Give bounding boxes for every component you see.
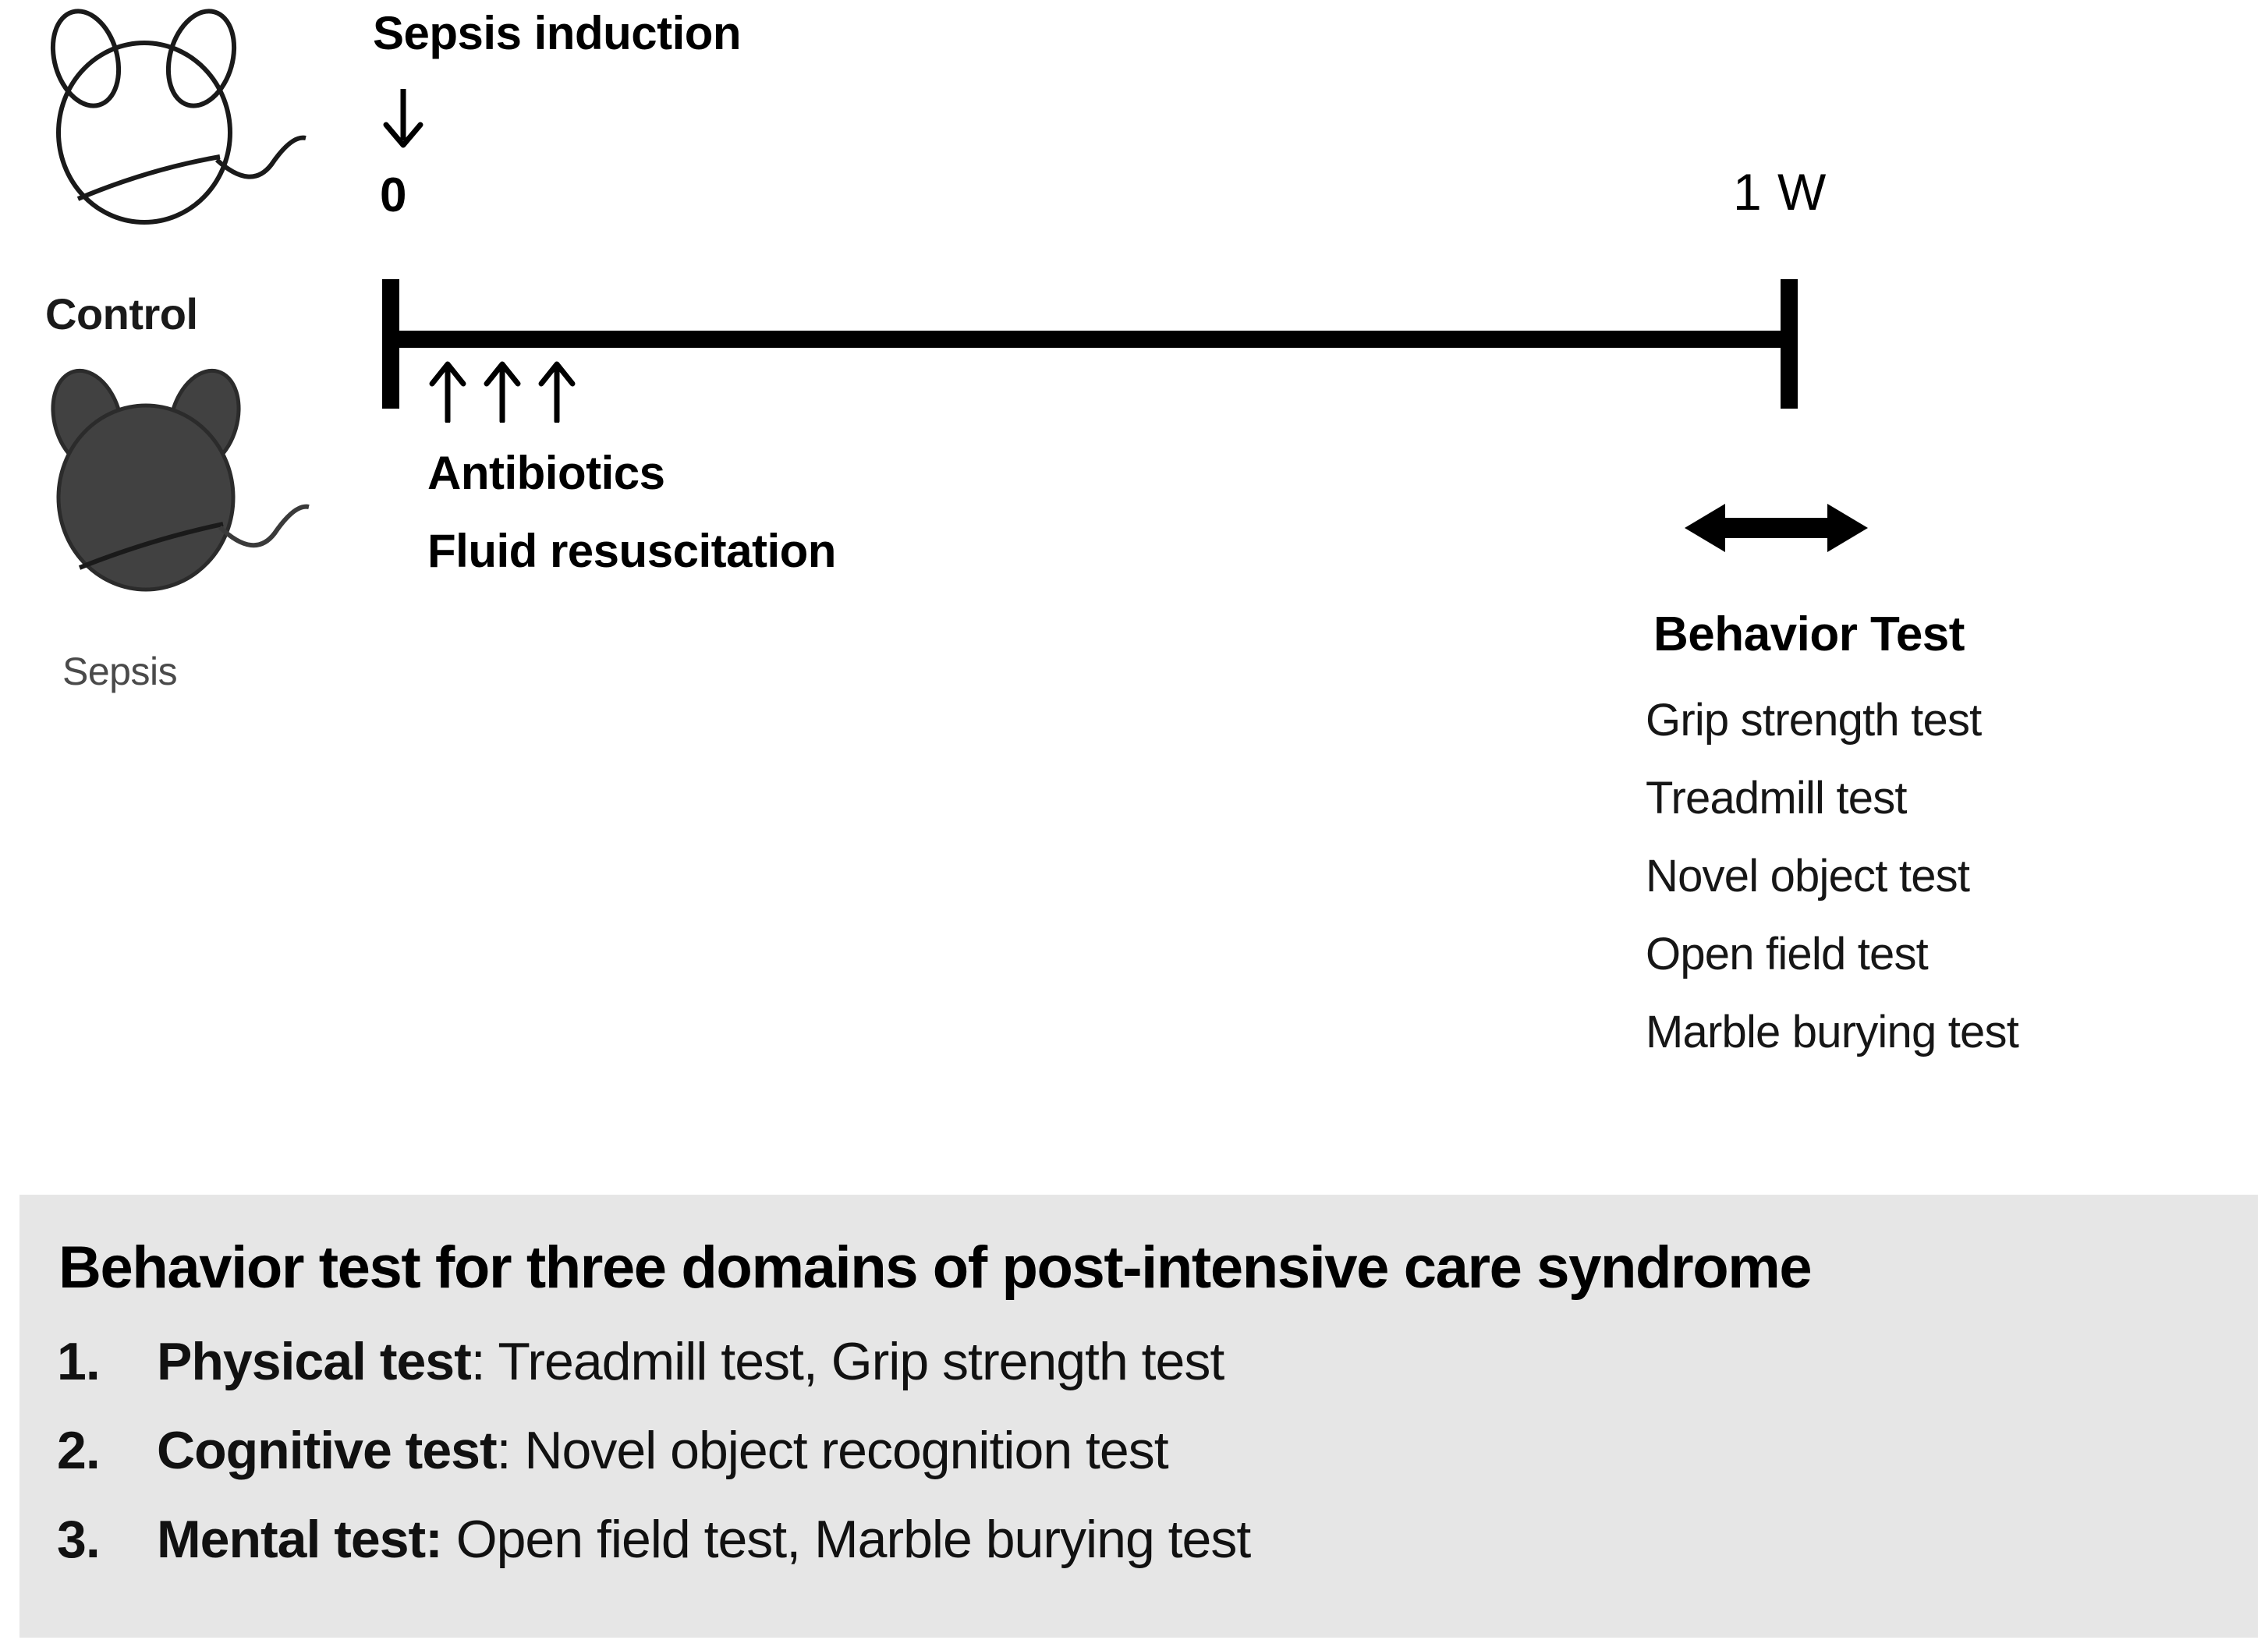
mouse-outline-icon [23,4,320,253]
list-item: 2. Cognitive test: Novel object recogniti… [57,1424,2163,1477]
arrow-down-icon [380,87,427,150]
list-item: Open field test [1646,929,1929,979]
behavior-test-list: Grip strength test Treadmill test Novel … [1646,698,2238,1088]
list-item-number: 3. [57,1510,101,1569]
list-item-lead: Physical test [157,1332,472,1391]
list-item-lead: Cognitive test [157,1421,498,1480]
list-item: Marble burying test [1646,1007,2019,1057]
list-item: Novel object test [1646,851,1970,901]
timepoint-start-label: 0 [380,168,407,222]
timeline-tick-end [1781,279,1798,409]
list-item-rest: : Treadmill test, Grip strength test [470,1332,1224,1391]
mouse-filled-icon [23,359,320,616]
summary-title: Behavior test for three domains of post-… [58,1234,1813,1301]
list-item: Grip strength test [1646,695,1982,746]
summary-list: 1. Physical test: Treadmill test, Grip st… [57,1335,2163,1602]
treatment-label-antibiotics: Antibiotics [427,447,665,499]
list-item-number: 1. [57,1332,101,1391]
list-item: Treadmill test [1646,773,1908,824]
sepsis-induction-label: Sepsis induction [373,7,742,59]
list-item: 1. Physical test: Treadmill test, Grip st… [57,1335,2163,1388]
treatment-label-fluid-resuscitation: Fluid resuscitation [427,525,836,577]
group-label-control: Control [45,289,198,338]
timeline-tick-start [382,279,399,409]
timepoint-end-label: 1 W [1733,163,1827,221]
list-item-rest: : Novel object recognition test [496,1421,1169,1480]
list-item: 3. Mental test: Open field test, Marble b… [57,1513,2163,1566]
treatment-arrows-group [427,360,622,424]
list-item-lead: Mental test: [157,1510,443,1569]
timeline-axis [382,331,1798,348]
summary-panel: Behavior test for three domains of post-… [19,1195,2258,1638]
behavior-test-title: Behavior Test [1653,607,1965,661]
list-item-rest: Open field test, Marble burying test [441,1510,1252,1569]
list-item-number: 2. [57,1421,101,1480]
group-label-sepsis: Sepsis [62,650,178,693]
arrow-left-right-icon [1685,499,1868,558]
